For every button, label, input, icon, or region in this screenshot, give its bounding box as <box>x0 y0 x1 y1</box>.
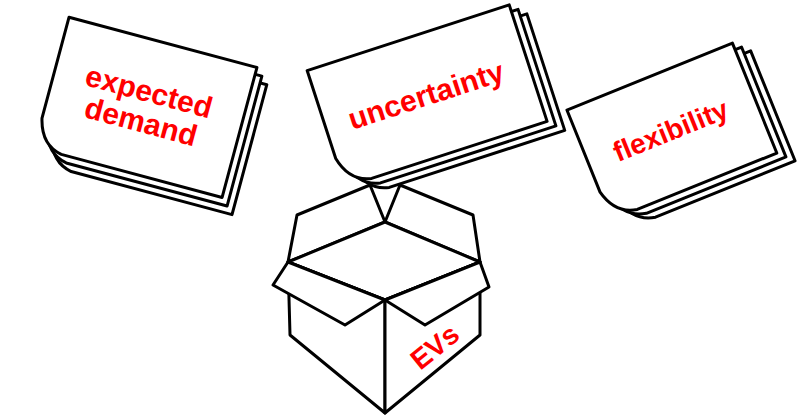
paper-stack: expected demand <box>29 15 271 214</box>
paper-sheet <box>567 43 777 220</box>
text-holder: uncertainty <box>305 3 547 187</box>
paper-stack: uncertainty <box>305 0 564 201</box>
sheet-label: expected demand <box>55 54 236 159</box>
box-panel <box>273 262 385 325</box>
paper-sheet <box>34 17 257 197</box>
ev-box: EVs <box>275 175 490 417</box>
sheet-label: flexibility <box>609 95 733 168</box>
sheet-label: uncertainty <box>344 56 508 136</box>
box-outline <box>275 175 490 417</box>
paper-stack: flexibility <box>565 37 795 234</box>
paper-sheet <box>307 5 547 187</box>
box-panel <box>385 262 489 325</box>
